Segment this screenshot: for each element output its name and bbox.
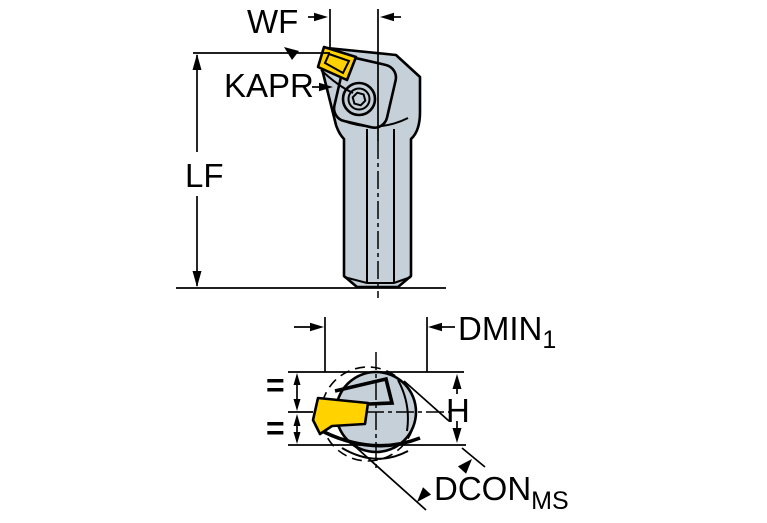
shank-bottom-bevel bbox=[343, 276, 412, 284]
arrow-up-right-icon bbox=[457, 459, 472, 474]
dmin1-dimension: DMIN1 bbox=[294, 310, 556, 372]
arrow-down-icon bbox=[293, 432, 301, 444]
label-lf: LF bbox=[185, 157, 224, 194]
screw-hex-socket-icon bbox=[351, 91, 367, 107]
label-dmin1-subscript: 1 bbox=[542, 326, 556, 354]
arrow-left-icon bbox=[428, 322, 442, 332]
right-facet-line bbox=[397, 379, 409, 432]
arrow-up-icon bbox=[293, 414, 301, 426]
dcon-tangent-line-lower bbox=[348, 440, 427, 511]
label-kapr: KAPR bbox=[224, 67, 314, 104]
side-view: LF WF KAPR bbox=[176, 3, 446, 298]
kapr-dimension: KAPR bbox=[224, 47, 333, 104]
arrow-up-icon bbox=[192, 54, 202, 70]
label-wf: WF bbox=[247, 3, 298, 40]
label-dcon-base: DCON bbox=[434, 470, 531, 507]
arrow-up-icon bbox=[293, 373, 301, 385]
dcon-tangent-line-upper bbox=[403, 380, 450, 422]
arrow-down-icon bbox=[192, 271, 202, 287]
label-dcon-ms: DCONMS bbox=[434, 470, 569, 515]
arrow-right-icon bbox=[319, 82, 333, 92]
arrow-right-icon bbox=[310, 322, 324, 332]
angle-arc-arrow-icon bbox=[284, 47, 299, 60]
equal-mark-upper: = bbox=[266, 367, 285, 403]
arrow-up-icon bbox=[452, 374, 462, 389]
arrow-down-left-icon bbox=[417, 487, 432, 502]
wf-dimension: WF bbox=[247, 3, 401, 50]
clamp-screw-inner bbox=[347, 87, 371, 111]
label-dmin1: DMIN1 bbox=[458, 310, 556, 354]
h-dimension: H bbox=[288, 371, 470, 446]
cutting-insert-end bbox=[311, 396, 370, 436]
lf-dimension: LF bbox=[176, 52, 446, 289]
equal-spacing-dimension: = = bbox=[266, 367, 301, 446]
cutting-insert-side-inner bbox=[323, 52, 351, 75]
arrow-right-icon bbox=[314, 12, 328, 22]
dcon-dimension: DCONMS bbox=[348, 380, 569, 515]
label-dcon-subscript: MS bbox=[531, 487, 569, 515]
label-dmin1-base: DMIN bbox=[458, 310, 542, 347]
arrow-down-icon bbox=[293, 399, 301, 411]
equal-mark-lower: = bbox=[266, 410, 285, 446]
label-h: H bbox=[446, 392, 470, 429]
end-view: DMIN1 H = = bbox=[266, 310, 569, 515]
insert-pocket-edge bbox=[320, 69, 354, 94]
dcon-tangent-tick bbox=[461, 447, 486, 468]
arrow-down-icon bbox=[452, 428, 462, 443]
pocket-step-edge bbox=[334, 376, 395, 406]
arrow-left-icon bbox=[380, 12, 394, 22]
